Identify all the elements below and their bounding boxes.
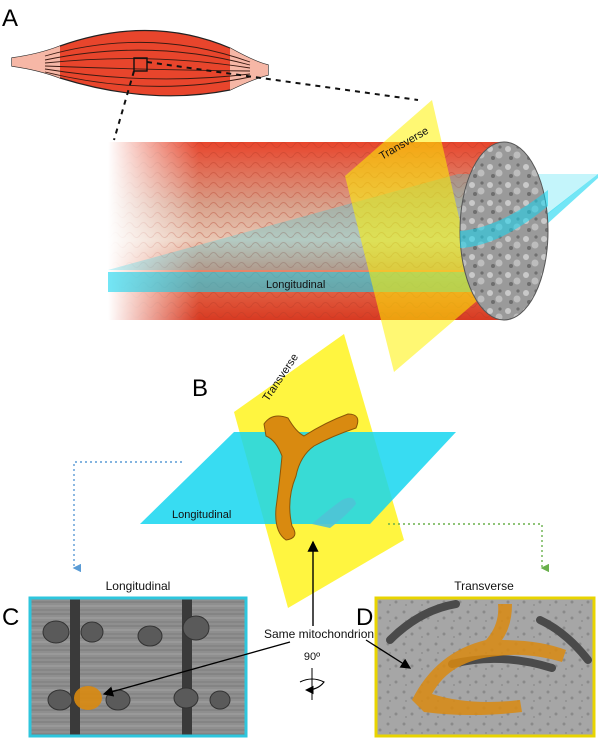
mitochondrion-highlight-d bbox=[412, 604, 566, 715]
cross-section-face bbox=[459, 141, 549, 321]
same-mitochondrion-label: Same mitochondrion bbox=[264, 627, 374, 641]
mitochondrion-highlight-c bbox=[74, 686, 102, 710]
panel-label-d: D bbox=[356, 604, 373, 631]
zoom-lines bbox=[113, 61, 419, 141]
micrograph-title-longitudinal: Longitudinal bbox=[106, 579, 171, 593]
rotation-indicator: 90º bbox=[299, 651, 325, 700]
dotted-arrow-right bbox=[388, 523, 549, 573]
micrograph-longitudinal bbox=[28, 596, 248, 738]
zoom-box bbox=[133, 57, 148, 72]
arrow-to-c bbox=[102, 641, 291, 697]
micrograph-title-transverse: Transverse bbox=[454, 579, 514, 593]
longitudinal-label-b: Longitudinal bbox=[172, 509, 231, 521]
mitochondrion-3d bbox=[263, 413, 359, 541]
dotted-arrow-left bbox=[72, 461, 182, 573]
arrow-to-d bbox=[365, 639, 412, 669]
panel-label-a: A bbox=[2, 5, 18, 32]
micrograph-transverse bbox=[374, 596, 596, 738]
panel-label-b: B bbox=[192, 375, 208, 402]
longitudinal-plane-b: Longitudinal bbox=[140, 432, 456, 524]
transverse-plane-a: Transverse bbox=[345, 100, 478, 372]
whole-muscle bbox=[11, 29, 269, 97]
longitudinal-label-a: Longitudinal bbox=[266, 279, 325, 291]
rotate-icon bbox=[299, 678, 325, 695]
rotation-label: 90º bbox=[304, 651, 320, 663]
panel-label-c: C bbox=[2, 604, 19, 631]
